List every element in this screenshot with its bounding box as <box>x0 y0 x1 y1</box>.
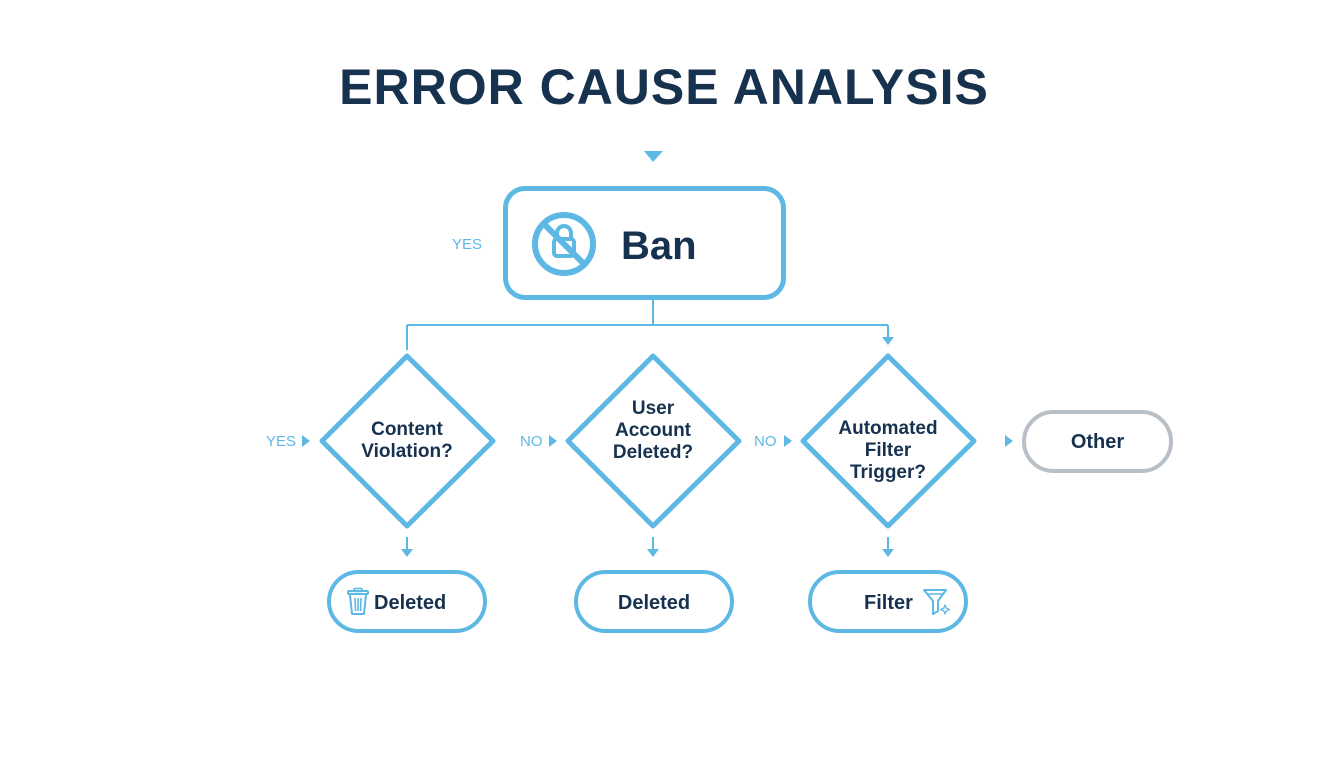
decision-1-entry-label: YES <box>266 433 297 450</box>
ban-node[interactable]: Ban <box>503 186 786 300</box>
decision-3-entry-label: NO <box>754 433 777 450</box>
decision-2-entry-label: NO <box>520 433 543 450</box>
page-title: ERROR CAUSE ANALYSIS <box>339 59 989 115</box>
decision-3-text: Automated Filter Trigger? <box>823 418 953 484</box>
arrow-down-1 <box>401 549 413 557</box>
root-yes-label: YES <box>452 236 483 253</box>
decision-diamond-2 <box>565 353 742 529</box>
decision-diamond-3 <box>800 353 977 529</box>
decision-3-line-2: Filter <box>864 440 912 461</box>
other-label: Other <box>1070 431 1125 453</box>
decision-2-line-3: Deleted? <box>612 442 694 463</box>
arrow-entry-1 <box>302 435 310 447</box>
trash-icon <box>347 587 369 615</box>
decision-2-line-1: User <box>631 398 675 419</box>
decision-1-line-2: Violation? <box>361 441 453 462</box>
arrow-into-decision-3 <box>882 337 894 345</box>
outcome-3-label: Filter <box>864 592 913 614</box>
ban-label: Ban <box>621 224 697 268</box>
decision-1-text: Content Violation? <box>342 419 472 463</box>
arrow-into-ban <box>644 151 663 162</box>
arrow-into-other <box>1005 435 1013 447</box>
arrow-down-3 <box>882 549 894 557</box>
decision-2-text: User Account Deleted? <box>588 398 718 464</box>
filter-funnel-icon <box>923 589 951 615</box>
outcome-node-2[interactable]: Deleted <box>574 570 734 633</box>
outcome-node-3[interactable]: Filter <box>808 570 968 633</box>
decision-1-line-1: Content <box>371 419 443 440</box>
decision-3-line-3: Trigger? <box>849 462 926 483</box>
decision-2-line-2: Account <box>615 420 691 441</box>
decision-diamond-1 <box>319 353 496 529</box>
outcome-1-label: Deleted <box>374 592 447 614</box>
outcome-node-1[interactable]: Deleted <box>327 570 487 633</box>
other-node[interactable]: Other <box>1022 410 1173 473</box>
arrow-entry-3 <box>784 435 792 447</box>
decision-3-line-1: Automated <box>838 418 938 439</box>
arrow-down-2 <box>647 549 659 557</box>
ban-circle-icon <box>532 212 596 276</box>
outcome-2-label: Deleted <box>617 592 691 614</box>
arrow-entry-2 <box>549 435 557 447</box>
